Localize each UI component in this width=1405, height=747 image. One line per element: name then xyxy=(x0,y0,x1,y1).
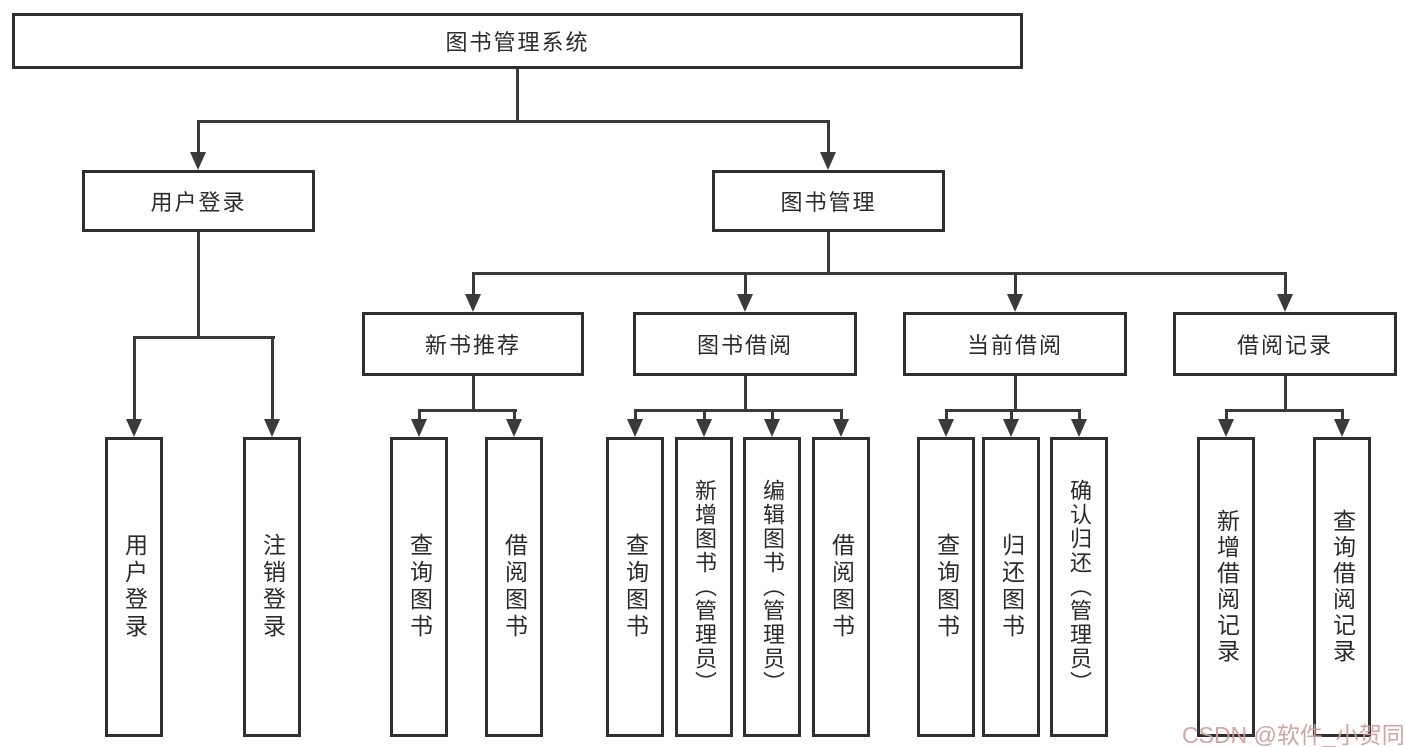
node-book-borrow-label: 图书借阅 xyxy=(696,333,793,358)
connector-segment xyxy=(1010,409,1013,419)
connector-segment xyxy=(472,272,475,294)
connector-segment xyxy=(827,120,830,154)
leaf-br-add-record: 新增借阅记录 xyxy=(1197,437,1255,737)
arrow-down-icon xyxy=(190,152,206,170)
arrow-down-icon xyxy=(411,419,427,437)
connector-segment xyxy=(827,232,830,272)
connector-segment xyxy=(1014,376,1017,409)
connector-segment xyxy=(513,409,516,419)
arrow-down-icon xyxy=(820,152,836,170)
leaf-cb-return-book: 归还图书 xyxy=(982,437,1040,737)
connector-segment xyxy=(271,336,274,419)
leaf-cb-query-book-label: 查询图书 xyxy=(933,533,960,641)
connector-segment xyxy=(771,409,774,419)
leaf-cb-return-book-label: 归还图书 xyxy=(998,533,1025,641)
connector-segment xyxy=(418,409,517,412)
leaf-user-login: 用户登录 xyxy=(105,437,163,737)
leaf-nb-query-book-label: 查询图书 xyxy=(406,533,433,641)
leaf-bb-add-book: 新增图书（管理员） xyxy=(675,437,733,737)
leaf-br-add-record-label: 新增借阅记录 xyxy=(1213,509,1240,665)
node-borrow-records: 借阅记录 xyxy=(1173,312,1397,376)
arrow-down-icon xyxy=(1007,294,1023,312)
node-book-management-label: 图书管理 xyxy=(780,190,877,215)
node-user-login-label: 用户登录 xyxy=(150,190,247,215)
leaf-cb-query-book: 查询图书 xyxy=(917,437,975,737)
node-root-label: 图书管理系统 xyxy=(445,30,590,55)
arrow-down-icon xyxy=(737,294,753,312)
connector-segment xyxy=(197,120,200,154)
leaf-bb-edit-book: 编辑图书（管理员） xyxy=(743,437,801,737)
arrow-down-icon xyxy=(506,419,522,437)
connector-segment xyxy=(197,232,200,336)
leaf-bb-add-book-label: 新增图书（管理员） xyxy=(692,479,717,695)
node-new-book-recommend-label: 新书推荐 xyxy=(424,333,521,358)
node-new-book-recommend: 新书推荐 xyxy=(362,312,584,376)
leaf-nb-query-book: 查询图书 xyxy=(390,437,448,737)
connector-segment xyxy=(1284,272,1287,294)
arrow-down-icon xyxy=(1334,419,1350,437)
arrow-down-icon xyxy=(833,419,849,437)
connector-segment xyxy=(1014,272,1017,294)
connector-segment xyxy=(418,409,421,419)
leaf-user-login-label: 用户登录 xyxy=(121,533,148,641)
leaf-cb-confirm-return: 确认归还（管理员） xyxy=(1050,437,1108,737)
node-current-borrow: 当前借阅 xyxy=(903,312,1127,376)
leaf-bb-edit-book-label: 编辑图书（管理员） xyxy=(760,479,785,695)
leaf-cb-confirm-return-label: 确认归还（管理员） xyxy=(1067,479,1092,695)
leaf-logout-label: 注销登录 xyxy=(259,533,286,641)
leaf-br-query-record: 查询借阅记录 xyxy=(1313,437,1371,737)
connector-segment xyxy=(744,376,747,409)
arrow-down-icon xyxy=(627,419,643,437)
connector-segment xyxy=(1341,409,1344,419)
arrow-down-icon xyxy=(1071,419,1087,437)
connector-segment xyxy=(516,69,519,120)
connector-segment xyxy=(945,409,948,419)
arrow-down-icon xyxy=(938,419,954,437)
connector-segment xyxy=(472,376,475,409)
node-root: 图书管理系统 xyxy=(12,13,1023,69)
connector-segment xyxy=(945,409,1081,412)
connector-segment xyxy=(1078,409,1081,419)
arrow-down-icon xyxy=(1218,419,1234,437)
arrow-down-icon xyxy=(1277,294,1293,312)
connector-segment xyxy=(744,272,747,294)
connector-segment xyxy=(472,272,1287,275)
csdn-watermark: CSDN @软件_小贺同学 xyxy=(1182,722,1405,747)
node-current-borrow-label: 当前借阅 xyxy=(966,333,1063,358)
connector-segment xyxy=(1225,409,1228,419)
arrow-down-icon xyxy=(465,294,481,312)
leaf-br-query-record-label: 查询借阅记录 xyxy=(1329,509,1356,665)
connector-segment xyxy=(634,409,843,412)
leaf-logout: 注销登录 xyxy=(243,437,301,737)
connector-segment xyxy=(634,409,637,419)
node-user-login: 用户登录 xyxy=(82,170,315,232)
leaf-bb-borrow-book-label: 借阅图书 xyxy=(828,533,855,641)
connector-segment xyxy=(1284,376,1287,409)
arrow-down-icon xyxy=(1003,419,1019,437)
leaf-nb-borrow-book-label: 借阅图书 xyxy=(501,533,528,641)
connector-segment xyxy=(703,409,706,419)
arrow-down-icon xyxy=(264,419,280,437)
leaf-bb-query-book-label: 查询图书 xyxy=(622,533,649,641)
leaf-nb-borrow-book: 借阅图书 xyxy=(485,437,543,737)
leaf-bb-query-book: 查询图书 xyxy=(606,437,664,737)
connector-segment xyxy=(133,336,136,419)
node-borrow-records-label: 借阅记录 xyxy=(1236,333,1333,358)
connector-segment xyxy=(1225,409,1344,412)
arrow-down-icon xyxy=(696,419,712,437)
node-book-borrow: 图书借阅 xyxy=(633,312,857,376)
arrow-down-icon xyxy=(764,419,780,437)
connector-segment xyxy=(840,409,843,419)
node-book-management: 图书管理 xyxy=(712,170,945,232)
connector-segment xyxy=(197,120,830,123)
leaf-bb-borrow-book: 借阅图书 xyxy=(812,437,870,737)
arrow-down-icon xyxy=(126,419,142,437)
connector-segment xyxy=(133,336,275,339)
